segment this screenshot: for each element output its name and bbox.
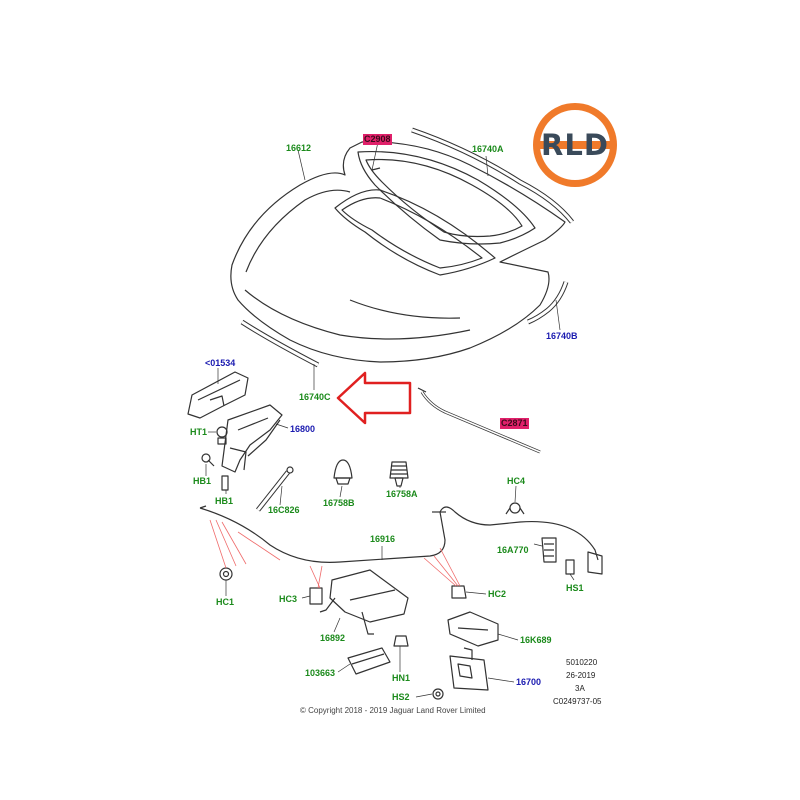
rod-C2871 xyxy=(417,387,541,454)
bump-stop-16758B xyxy=(333,459,353,485)
seal-16740C xyxy=(240,319,320,368)
screw-HS2 xyxy=(432,688,444,700)
copyright-notice: © Copyright 2018 - 2019 Jaguar Land Rove… xyxy=(300,706,486,715)
clip-HC1 xyxy=(219,567,233,581)
screw-HS1 xyxy=(565,559,575,575)
label-16612: 16612 xyxy=(286,143,312,153)
bolt-HB1-upper xyxy=(201,453,215,467)
label-hood-seal-highlight: C2908 xyxy=(363,134,392,145)
label-16800: 16800 xyxy=(290,424,316,434)
bracket-16892 xyxy=(319,569,409,635)
direction-arrow xyxy=(336,371,412,425)
label-16740B: 16740B xyxy=(546,331,578,341)
label-16892: 16892 xyxy=(320,633,346,643)
label-HC3: HC3 xyxy=(279,594,298,604)
label-HB1-lower: HB1 xyxy=(215,496,234,506)
seal-16740A xyxy=(411,127,574,224)
label-16758A: 16758A xyxy=(386,489,418,499)
ref-line-3: 3A xyxy=(575,684,585,693)
label-16K689: 16K689 xyxy=(520,635,552,645)
label-16700: 16700 xyxy=(516,677,542,687)
clip-HC2 xyxy=(451,585,467,599)
label-16A770: 16A770 xyxy=(497,545,529,555)
bump-stop-16758A xyxy=(389,461,409,487)
label-16740A: 16740A xyxy=(472,144,504,154)
label-16758B: 16758B xyxy=(323,498,355,508)
label-16740C: 16740C xyxy=(299,392,331,402)
release-cable-16916 xyxy=(199,505,599,563)
fastener-HT1 xyxy=(216,426,228,445)
label-HS2: HS2 xyxy=(392,692,410,702)
red-leader-lines xyxy=(209,519,461,589)
label-HC4: HC4 xyxy=(507,476,526,486)
switch-16A770 xyxy=(541,537,603,575)
label-HC1: HC1 xyxy=(216,597,235,607)
leader-lines xyxy=(205,141,575,698)
label-HS1: HS1 xyxy=(566,583,584,593)
gas-strut-16C826 xyxy=(256,466,294,512)
clip-HC3 xyxy=(309,587,323,605)
label-16916: 16916 xyxy=(370,534,396,544)
label-103663: 103663 xyxy=(305,668,336,678)
label-cable-seal-highlight: C2871 xyxy=(500,418,529,429)
ref-line-4: C0249737-05 xyxy=(553,697,602,706)
ref-line-2: 26-2019 xyxy=(566,671,596,680)
nut-HN1 xyxy=(393,635,409,647)
label-HC2: HC2 xyxy=(488,589,507,599)
label-HN1: HN1 xyxy=(392,673,411,683)
latch-16700 xyxy=(449,647,489,691)
bolt-HB1-lower xyxy=(221,475,229,491)
label-HT1: HT1 xyxy=(190,427,208,437)
label-16C826: 16C826 xyxy=(268,505,300,515)
ref-line-1: 5010220 xyxy=(566,658,598,667)
clip-HC4 xyxy=(505,502,525,515)
label-HB1-upper: HB1 xyxy=(193,476,212,486)
rld-logo: RLD xyxy=(530,100,620,190)
seal-16740B xyxy=(527,281,569,325)
hinge-01534 xyxy=(187,371,249,419)
bracket-103663 xyxy=(347,647,391,675)
label-01534: <01534 xyxy=(205,358,236,368)
logo-text: RLD xyxy=(541,128,609,162)
bracket-16K689 xyxy=(447,611,499,647)
hood-panel xyxy=(230,141,566,363)
hinge-16800 xyxy=(221,404,283,473)
